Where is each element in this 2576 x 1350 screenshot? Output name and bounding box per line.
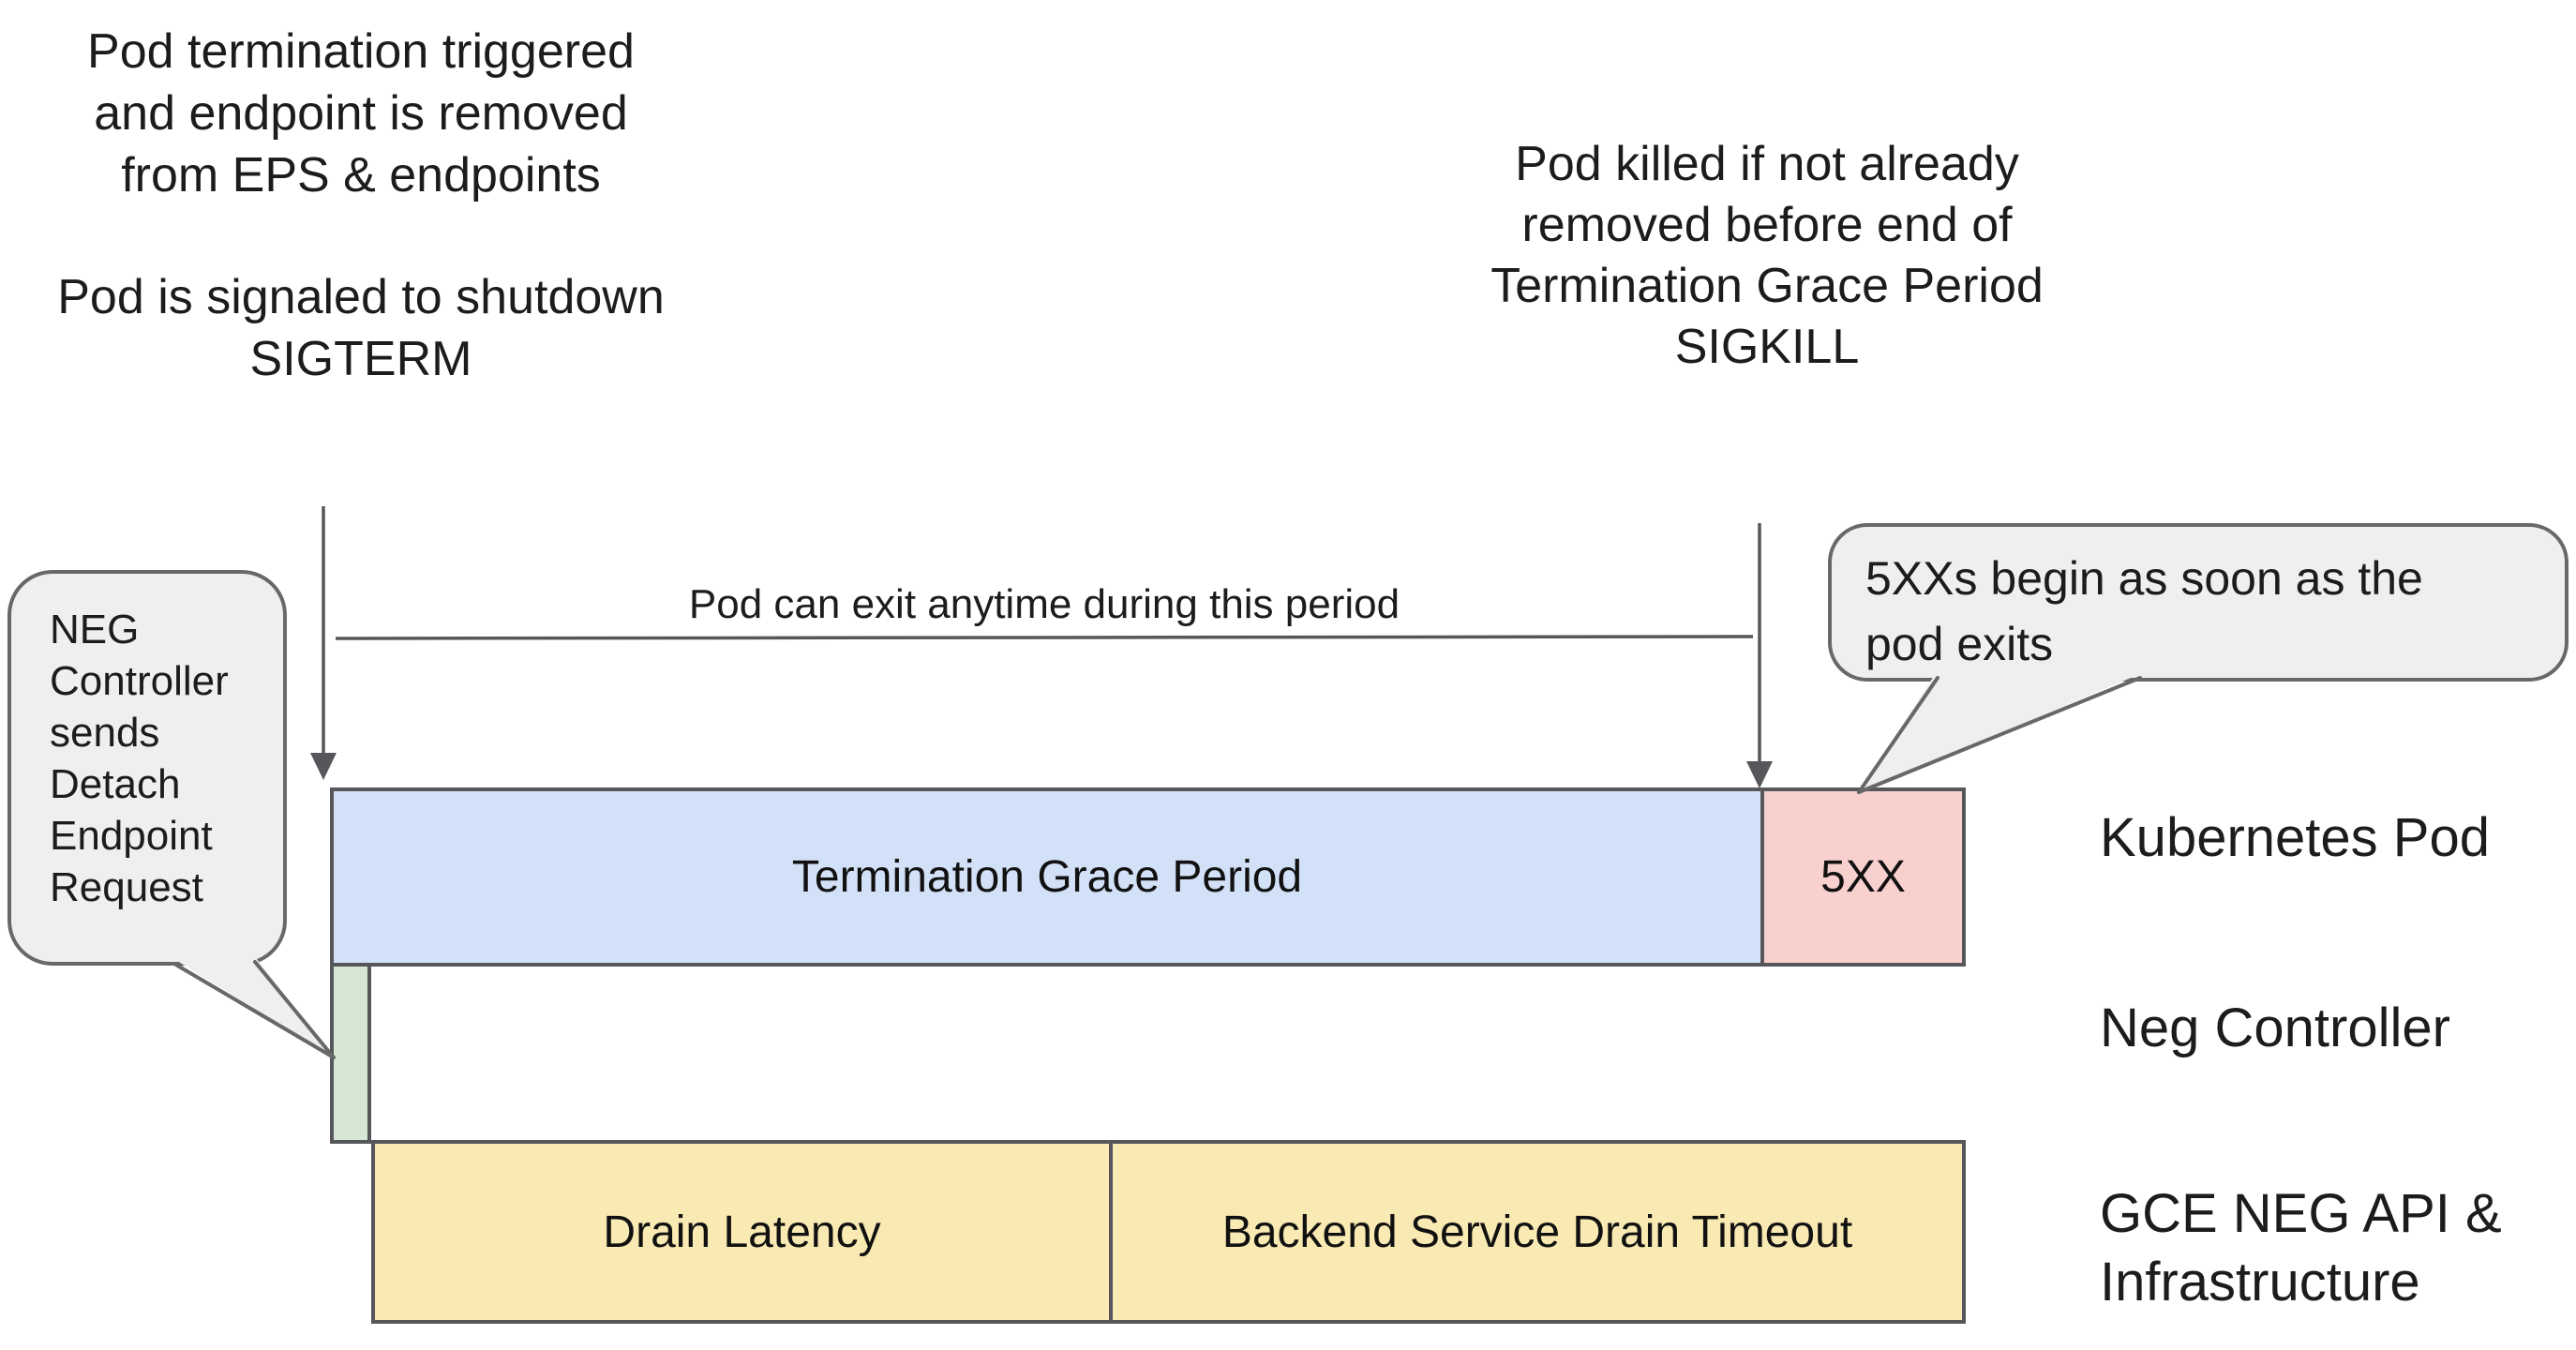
callout-right-tail	[1859, 673, 2142, 792]
bar-5xx-errors: 5XX	[1760, 788, 1966, 967]
sigkill-arrow-head	[1746, 761, 1773, 788]
callout-line: pod exits	[1865, 618, 2054, 670]
row-label-kubernetes-pod: Kubernetes Pod	[2100, 807, 2490, 868]
row-label-neg-controller: Neg Controller	[2100, 998, 2450, 1058]
callout-left-tail	[174, 959, 334, 1058]
note-pod-killed-sigkill: Pod killed if not already removed before…	[1392, 134, 2142, 378]
row-label-gce-neg-api: GCE NEG API & Infrastructure	[2100, 1179, 2502, 1316]
note-line: SIGKILL	[1674, 320, 1860, 374]
measure-line	[335, 635, 1754, 640]
bar-backend-service-drain-timeout: Backend Service Drain Timeout	[1109, 1140, 1966, 1324]
callout-line: NEG	[50, 607, 140, 652]
callout-5xx-begin: 5XXs begin as soon as the pod exits	[1828, 523, 2569, 682]
bar-5xx-label: 5XX	[1820, 852, 1906, 902]
note-line: and endpoint is removed	[94, 86, 628, 141]
note-pod-termination-triggered: Pod termination triggered and endpoint i…	[33, 21, 689, 390]
note-line: removed before end of	[1521, 198, 2013, 252]
bar-drain-latency-label: Drain Latency	[603, 1207, 881, 1257]
bar-termination-grace-period-label: Termination Grace Period	[791, 852, 1303, 902]
callout-line: 5XXs begin as soon as the	[1865, 552, 2423, 605]
note-pod-signaled-shutdown: Pod is signaled to shutdown SIGTERM	[33, 266, 689, 390]
note-line: Pod killed if not already	[1515, 137, 2019, 191]
measure-label-pod-can-exit: Pod can exit anytime during this period	[688, 581, 1400, 627]
callout-left-tail-edge	[172, 962, 336, 1059]
sigterm-arrow-head	[310, 753, 337, 780]
callout-line: sends	[50, 710, 160, 756]
note-line: Termination Grace Period	[1490, 259, 2044, 313]
callout-line: Endpoint	[50, 813, 213, 859]
callout-right-tail-edge	[1857, 676, 1939, 794]
callout-line: Request	[50, 864, 203, 910]
note-line: from EPS & endpoints	[121, 148, 601, 202]
note-line: SIGTERM	[249, 332, 472, 386]
bar-backend-drain-label: Backend Service Drain Timeout	[1221, 1207, 1853, 1257]
row-label-line: Infrastructure	[2100, 1252, 2420, 1312]
callout-right-tail-edge	[1857, 676, 2142, 794]
bar-termination-grace-period: Termination Grace Period	[330, 788, 1764, 967]
row-label-line: GCE NEG API &	[2100, 1183, 2502, 1244]
note-line: Pod termination triggered	[87, 24, 635, 79]
callout-line: Controller	[50, 658, 229, 704]
bar-drain-latency: Drain Latency	[371, 1140, 1113, 1324]
callout-line: Detach	[50, 761, 181, 807]
callout-neg-controller-detach: NEG Controller sends Detach Endpoint Req…	[7, 570, 287, 966]
bar-neg-detach	[330, 963, 371, 1144]
callout-left-tail-edge	[253, 960, 336, 1059]
note-line: Pod is signaled to shutdown	[57, 270, 665, 324]
